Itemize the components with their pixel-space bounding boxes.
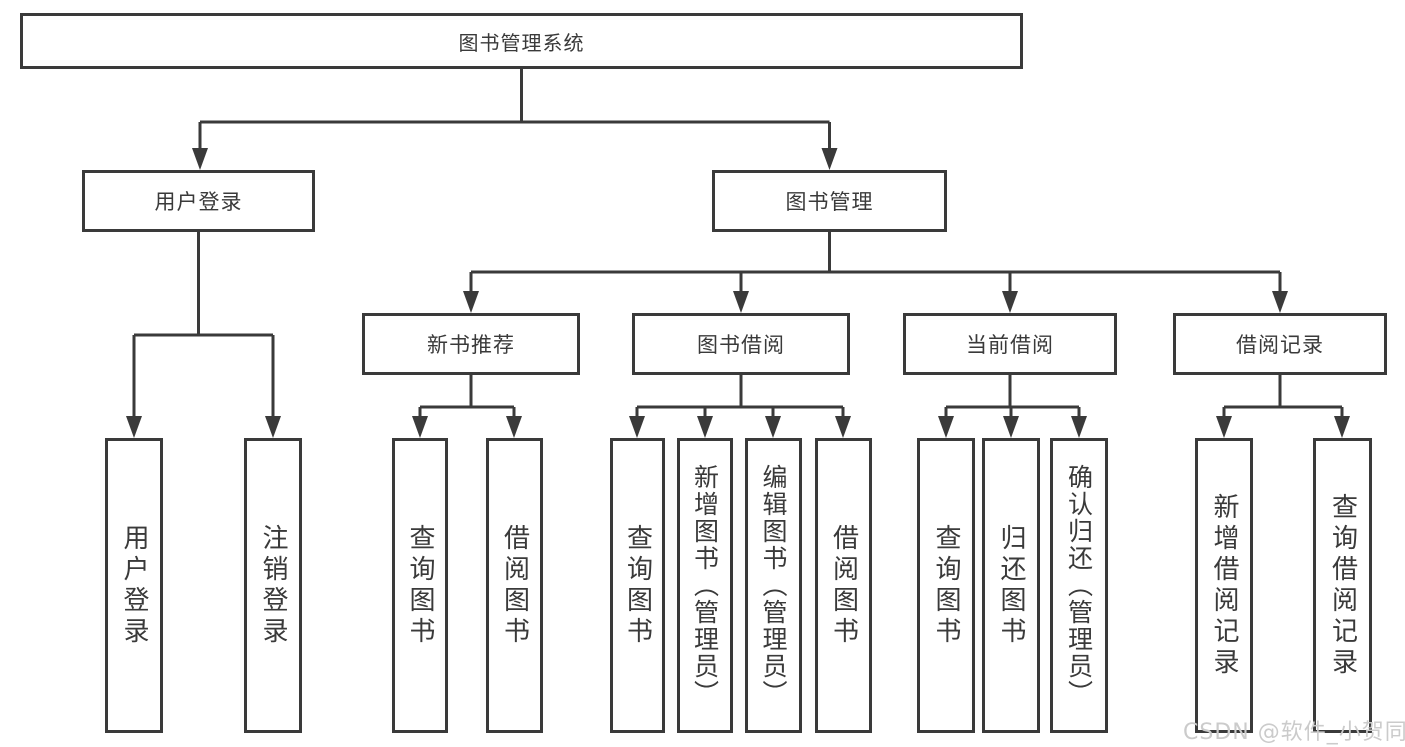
node-book-management: 图书管理 [712,170,947,232]
leaf-edit-books-admin: 编辑图书（管理员） [745,438,802,733]
csdn-watermark: CSDN @软件_小贺同学 [1183,720,1405,745]
leaf-query-books-borrowing-label: 查询图书 [622,523,653,648]
connector-lines [132,69,1344,417]
node-current-borrowing: 当前借阅 [903,313,1117,375]
leaf-add-borrow-record-label: 新增借阅记录 [1209,492,1239,679]
leaf-confirm-return-admin-label: 确认归还（管理员） [1064,464,1094,707]
leaf-logout: 注销登录 [244,438,302,733]
leaf-add-borrow-record: 新增借阅记录 [1195,438,1253,733]
node-new-book-recommend-label: 新书推荐 [427,333,515,357]
leaf-return-books-label: 归还图书 [996,523,1026,648]
node-borrowing-records: 借阅记录 [1173,313,1387,375]
node-borrowing-records-label: 借阅记录 [1236,333,1324,357]
leaf-borrow-books-borrowing: 借阅图书 [815,438,872,733]
leaf-add-books-admin: 新增图书（管理员） [677,438,733,733]
leaf-borrow-books-recommend-label: 借阅图书 [499,523,530,648]
leaf-confirm-return-admin: 确认归还（管理员） [1050,438,1108,733]
node-current-borrowing-label: 当前借阅 [966,333,1054,357]
leaf-user-login: 用户登录 [105,438,163,733]
leaf-logout-label: 注销登录 [258,523,288,648]
node-book-borrowing: 图书借阅 [632,313,850,375]
leaf-query-books-current-label: 查询图书 [931,523,961,648]
leaf-edit-books-admin-label: 编辑图书（管理员） [759,464,788,707]
leaf-borrow-books-recommend: 借阅图书 [486,438,543,733]
node-user-login: 用户登录 [82,170,315,232]
arrowheads [126,148,1350,438]
leaf-user-login-label: 用户登录 [119,523,149,648]
leaf-add-books-admin-label: 新增图书（管理员） [690,464,720,707]
root-node-label: 图书管理系统 [458,30,585,55]
leaf-query-books-recommend-label: 查询图书 [405,523,435,648]
node-user-login-label: 用户登录 [154,190,243,214]
node-new-book-recommend: 新书推荐 [362,313,580,375]
leaf-borrow-books-borrowing-label: 借阅图书 [828,523,859,648]
leaf-query-books-borrowing: 查询图书 [610,438,665,733]
node-book-management-label: 图书管理 [785,190,874,214]
leaf-query-books-recommend: 查询图书 [392,438,448,733]
leaf-return-books: 归还图书 [982,438,1040,733]
leaf-query-borrow-record: 查询借阅记录 [1313,438,1372,733]
root-node: 图书管理系统 [20,13,1023,69]
leaf-query-books-current: 查询图书 [917,438,975,733]
node-book-borrowing-label: 图书借阅 [697,333,785,357]
leaf-query-borrow-record-label: 查询借阅记录 [1327,492,1358,679]
